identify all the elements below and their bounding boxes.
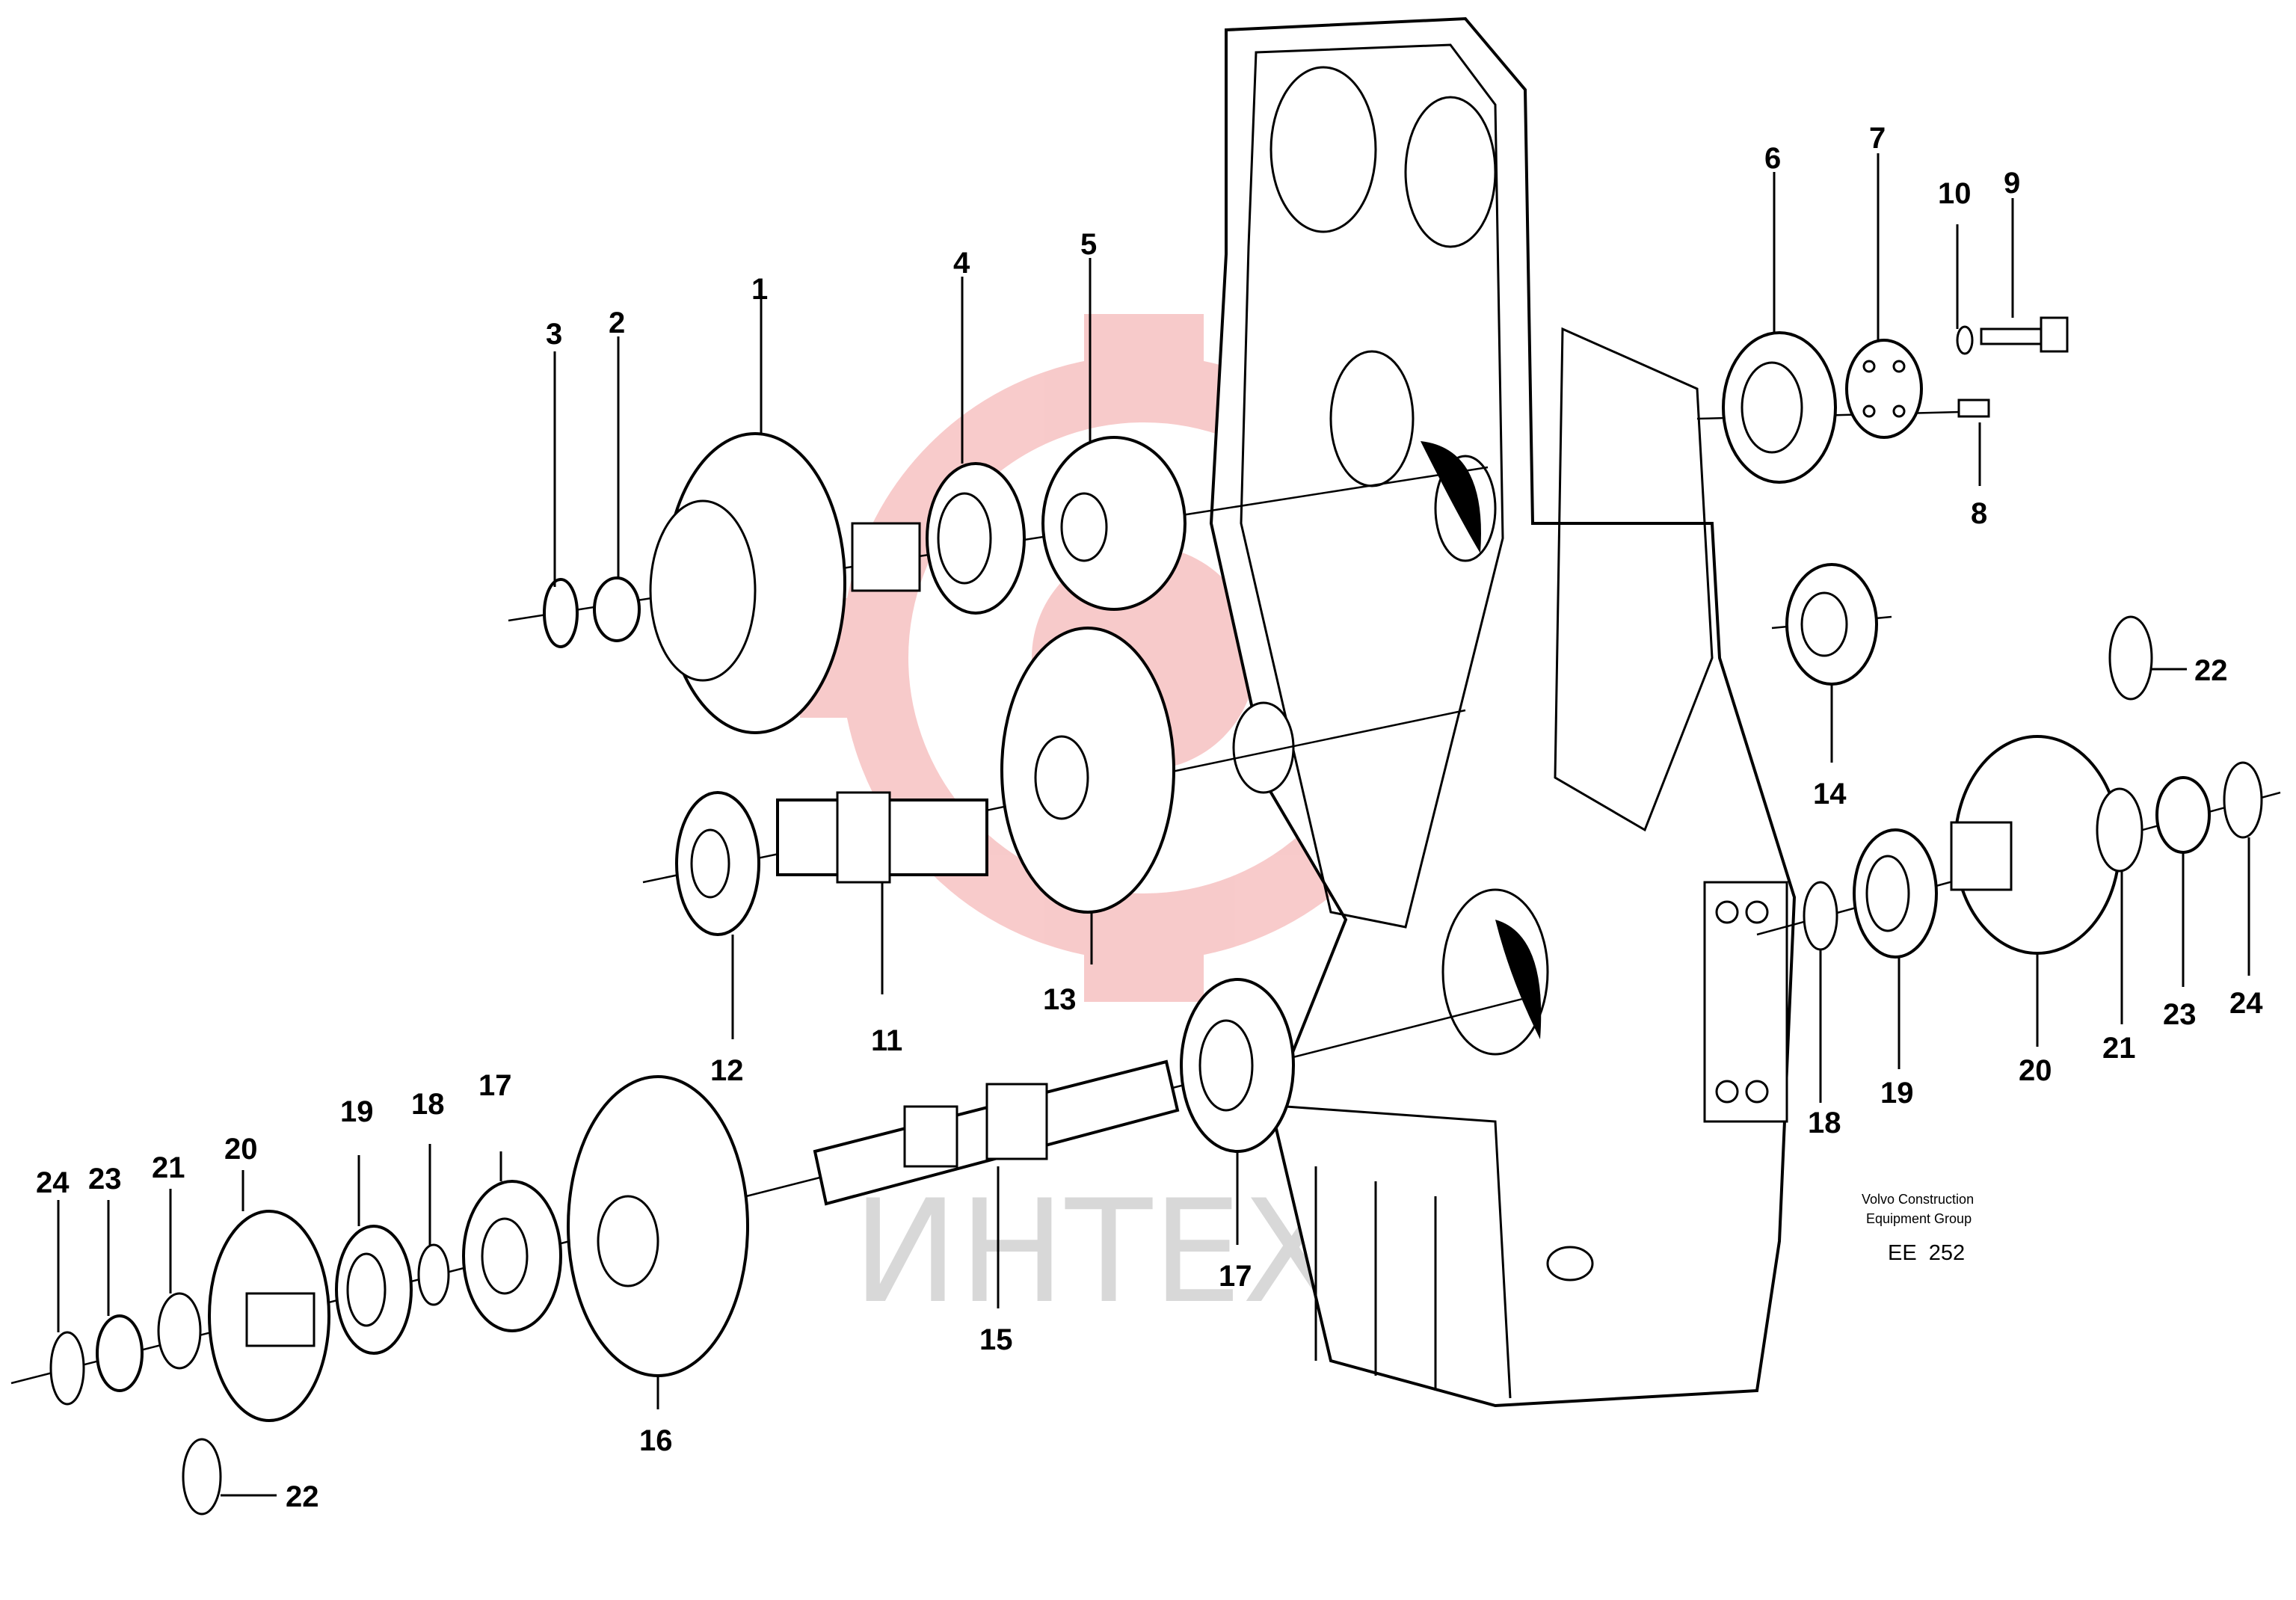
- callout-16: 16: [639, 1424, 673, 1457]
- bolt-9: [1980, 316, 2069, 353]
- snap-ring-24-right: [2223, 761, 2263, 839]
- callout-18-right: 18: [1808, 1107, 1841, 1139]
- caption-company-line2: Equipment Group: [1866, 1211, 1972, 1226]
- callout-20-left: 20: [224, 1133, 258, 1166]
- seal-19-right: [1853, 828, 1938, 959]
- gearbox-housing: [1209, 16, 1797, 1408]
- callout-22-left: 22: [286, 1480, 319, 1513]
- gear-1: [649, 432, 921, 734]
- callout-3: 3: [546, 318, 562, 351]
- callout-labels: 1 2 3 4 5 6 7 8 9 10 11 12 13 14 15 16 1…: [36, 122, 2263, 1513]
- callout-4: 4: [953, 247, 970, 280]
- callout-5: 5: [1080, 228, 1097, 261]
- flange-20-left: [208, 1210, 330, 1422]
- bearing-12: [675, 791, 760, 936]
- bearing-6: [1722, 331, 1837, 484]
- callout-13: 13: [1043, 983, 1077, 1016]
- gear-16: [567, 1075, 749, 1377]
- callout-20-right: 20: [2019, 1054, 2052, 1087]
- callout-12: 12: [710, 1054, 744, 1087]
- nut-23-left: [96, 1314, 144, 1392]
- callout-19-left: 19: [340, 1095, 374, 1128]
- lock-plate-21-right: [2096, 787, 2143, 873]
- lock-plate-22-left: [182, 1438, 222, 1516]
- callout-21-right: 21: [2102, 1032, 2136, 1065]
- callout-1: 1: [751, 273, 768, 306]
- callout-14: 14: [1813, 778, 1847, 810]
- callout-22-right: 22: [2194, 654, 2228, 687]
- callout-8: 8: [1971, 497, 1987, 530]
- bearing-14: [1785, 563, 1878, 686]
- flange-20-right: [1950, 735, 2121, 955]
- callout-23-left: 23: [88, 1163, 122, 1196]
- seal-18-left: [417, 1243, 450, 1306]
- seal-19-left: [335, 1225, 413, 1355]
- bearing-17-right: [1180, 978, 1295, 1153]
- callout-18-left: 18: [411, 1088, 445, 1121]
- callout-15: 15: [979, 1323, 1013, 1356]
- lock-plate-21-left: [157, 1292, 202, 1370]
- watermark-text: ИНТЕХ: [852, 1169, 1339, 1335]
- drawing-caption: Volvo Construction Equipment Group EE 25…: [1862, 1192, 1974, 1265]
- clip-ring-3: [543, 578, 579, 648]
- cover-plate-7: [1845, 339, 1923, 439]
- callout-10: 10: [1938, 177, 1972, 210]
- main-shaft-15: [813, 1059, 1180, 1206]
- snap-ring-24-left: [49, 1331, 85, 1406]
- callout-6: 6: [1764, 142, 1781, 175]
- nut-23-right: [2155, 776, 2211, 854]
- callout-9: 9: [2004, 167, 2020, 200]
- gear-13: [1000, 627, 1175, 914]
- bearing-17-left: [462, 1180, 562, 1332]
- callout-2: 2: [609, 307, 625, 339]
- washer-10: [1956, 325, 1974, 355]
- bearing-4: [926, 462, 1026, 615]
- callout-24-left: 24: [36, 1166, 70, 1199]
- callout-19-right: 19: [1880, 1077, 1914, 1110]
- callout-17-left: 17: [478, 1069, 512, 1102]
- gear-5: [1041, 436, 1187, 611]
- callout-11: 11: [871, 1024, 902, 1057]
- leader-lines: [57, 153, 2250, 1497]
- callout-24-right: 24: [2229, 987, 2263, 1020]
- callout-23-right: 23: [2163, 998, 2197, 1031]
- shaft-11: [776, 791, 988, 884]
- callout-21-left: 21: [152, 1151, 185, 1184]
- lock-plate-22-right: [2108, 615, 2153, 701]
- caption-company-line1: Volvo Construction: [1862, 1192, 1974, 1207]
- drawing-code: EE 252: [1888, 1241, 1965, 1265]
- seal-18-right: [1803, 881, 1838, 951]
- callout-17-right: 17: [1219, 1260, 1252, 1293]
- needle-bearing-2: [593, 576, 641, 642]
- callout-7: 7: [1869, 122, 1886, 155]
- screw-8: [1957, 399, 1990, 418]
